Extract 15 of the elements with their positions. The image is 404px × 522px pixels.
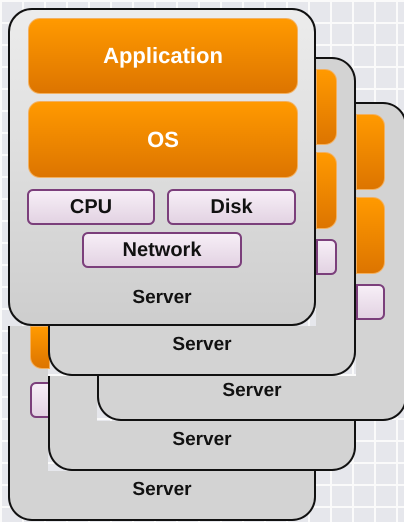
server-label: Server xyxy=(172,334,232,356)
server-label: Server xyxy=(132,479,192,501)
server-label: Server xyxy=(172,429,232,451)
software-layer-box: Application xyxy=(28,18,298,94)
server-card xyxy=(97,376,404,421)
hardware-component-box: CPU xyxy=(27,189,155,225)
server-card xyxy=(48,421,356,471)
software-layer-box: OS xyxy=(28,101,298,178)
server-card xyxy=(48,326,356,376)
hardware-component-box: Network xyxy=(82,232,242,268)
server-label: Server xyxy=(222,380,282,402)
server-card xyxy=(8,8,316,326)
hardware-component-box: Disk xyxy=(167,189,296,225)
server-label: Server xyxy=(132,287,192,309)
server-card xyxy=(8,471,316,521)
